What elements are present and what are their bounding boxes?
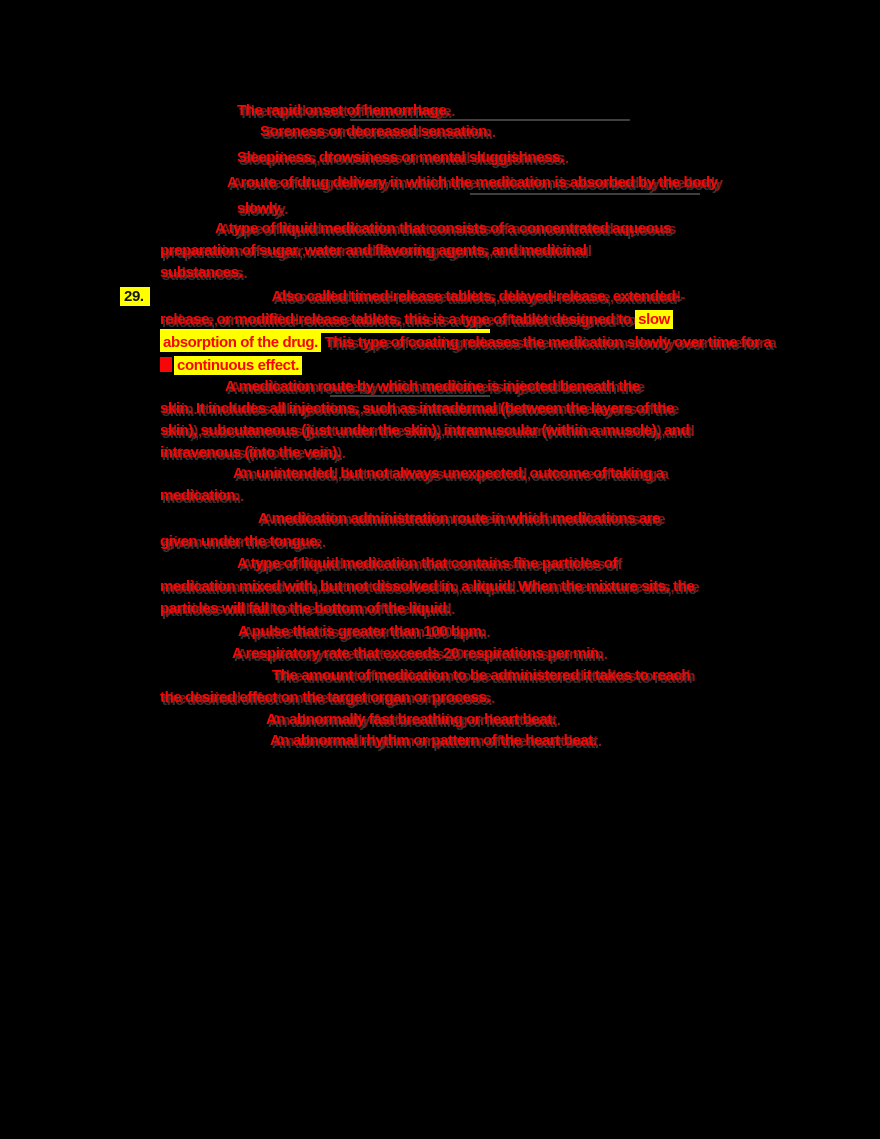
hidden-question-spacer [150, 300, 272, 301]
text-line: The amount of medication to be administe… [272, 665, 691, 686]
answer-text: particles will fall to the bottom of the… [160, 600, 450, 617]
question-number: 29. [120, 287, 150, 306]
red-marker-box [160, 357, 172, 372]
answer-text: intravenous (into the vein). [160, 444, 341, 461]
text-line: preparation of sugar, water and flavorin… [160, 240, 587, 261]
text-line: A medication administration route in whi… [258, 508, 661, 529]
text-line: intravenous (into the vein). [160, 442, 341, 463]
text-line: substances. [160, 262, 243, 283]
underline-artifact [330, 395, 490, 397]
answer-text: The rapid onset of hemorrhage. [237, 102, 451, 119]
answer-text: slowly. [237, 200, 284, 217]
text-line: Sleepiness, drowsiness or mental sluggis… [237, 147, 564, 168]
text-line: An unintended, but not always unexpected… [233, 463, 664, 484]
answer-text: An abnormally fast breathing or heart be… [266, 711, 556, 728]
underline-artifact [350, 119, 630, 121]
answer-text: release, or modified-release tablets, th… [160, 311, 636, 328]
answer-text: This type of coating releases the medica… [320, 334, 772, 351]
answer-text: skin. It includes all injections, such a… [160, 400, 674, 417]
text-line: A medication route by which medicine is … [225, 376, 640, 397]
text-line: The rapid onset of hemorrhage. [237, 100, 450, 121]
answer-text: medication. [160, 487, 239, 504]
answer-text: A type of liquid medication that contain… [237, 555, 618, 572]
text-line: medication mixed with, but not dissolved… [160, 576, 695, 597]
text-line: An abnormal rhythm or pattern of the hea… [270, 730, 597, 751]
text-line: continuous effect. [160, 355, 302, 376]
text-line: given under the tongue. [160, 531, 321, 552]
highlighted-answer-text: continuous effect. [174, 356, 302, 375]
answer-text: The amount of medication to be administe… [272, 667, 691, 684]
text-line: absorption of the drug. This type of coa… [160, 332, 772, 353]
text-line: A respiratory rate that exceeds 20 respi… [232, 643, 603, 664]
text-line: A pulse that is greater than 100 bpm. [238, 621, 486, 642]
answer-text: preparation of sugar, water and flavorin… [160, 242, 587, 259]
highlighted-answer-text: absorption of the drug. [160, 333, 321, 352]
text-line: slowly. [237, 198, 284, 219]
text-line: An abnormally fast breathing or heart be… [266, 709, 556, 730]
text-line: A route of drug delivery in which the me… [227, 172, 718, 193]
highlighted-answer-text: slow [635, 310, 673, 329]
answer-text: substances. [160, 264, 243, 281]
text-line: skin. It includes all injections, such a… [160, 398, 674, 419]
answer-text: A medication administration route in whi… [258, 510, 661, 527]
answer-text: A medication route by which medicine is … [225, 378, 640, 395]
answer-text: medication mixed with, but not dissolved… [160, 578, 695, 595]
text-line: the desired effect on the target organ o… [160, 687, 490, 708]
text-line: particles will fall to the bottom of the… [160, 598, 450, 619]
answer-text: skin), subcutaneous (just under the skin… [160, 422, 690, 439]
answer-text: Soreness or decreased sensation. [260, 123, 491, 140]
underline-artifact [470, 193, 700, 195]
text-line: medication. [160, 485, 239, 506]
text-line: A type of liquid medication that consist… [215, 218, 671, 239]
underline-artifact [160, 329, 490, 333]
answer-text: given under the tongue. [160, 533, 321, 550]
answer-text: A type of liquid medication that consist… [215, 220, 672, 237]
answer-text: An abnormal rhythm or pattern of the hea… [270, 732, 597, 749]
answer-text: A respiratory rate that exceeds 20 respi… [232, 645, 603, 662]
answer-text: Sleepiness, drowsiness or mental sluggis… [237, 149, 564, 166]
text-line: 29. Also called timed-release tablets, de… [120, 286, 680, 307]
answer-text: the desired effect on the target organ o… [160, 689, 491, 706]
text-line: skin), subcutaneous (just under the skin… [160, 420, 690, 441]
answer-text: A pulse that is greater than 100 bpm. [238, 623, 486, 640]
answer-text: A route of drug delivery in which the me… [227, 174, 718, 191]
answer-text: An unintended, but not always unexpected… [233, 465, 664, 482]
answer-text: Also called timed-release tablets, delay… [271, 288, 681, 305]
text-line: Soreness or decreased sensation. [260, 121, 491, 142]
text-line: release, or modified-release tablets, th… [160, 309, 673, 330]
text-line: A type of liquid medication that contain… [237, 553, 617, 574]
